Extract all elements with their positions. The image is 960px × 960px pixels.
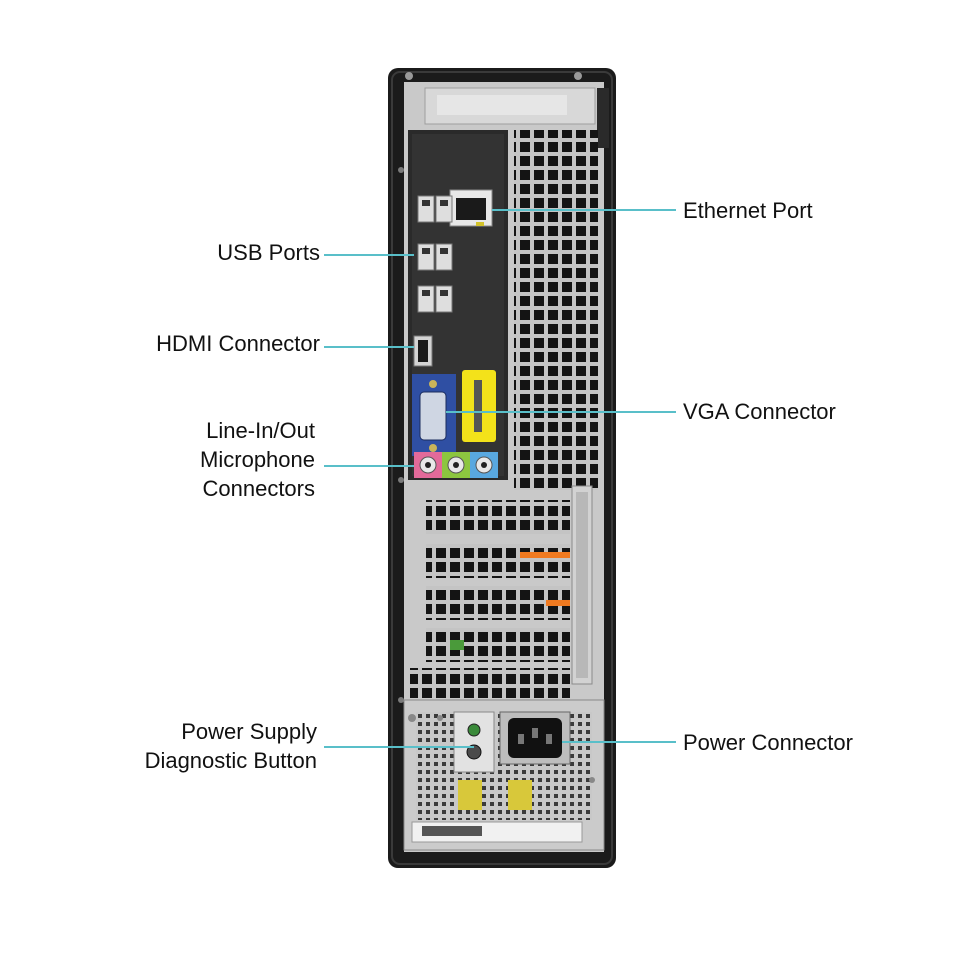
slot-wire — [450, 640, 464, 650]
psu-screw-icon — [408, 714, 416, 722]
top-bracket-slot — [437, 95, 567, 115]
vent-grill-lower — [410, 668, 570, 698]
label-line-in-out: Line-In/Out — [206, 418, 315, 443]
power-pin — [518, 734, 524, 744]
label-microphone: Microphone — [200, 447, 315, 472]
expansion-slot — [426, 544, 570, 578]
usb-slot — [440, 200, 448, 206]
usb-port-icon — [435, 243, 453, 271]
expansion-slot — [426, 500, 570, 534]
psu-label-barcode — [422, 826, 482, 836]
frame-screw-icon — [405, 72, 413, 80]
vga-screw-icon — [429, 444, 437, 452]
slot-wire — [520, 552, 570, 558]
expansion-slot — [426, 628, 570, 662]
usb-slot — [422, 200, 430, 206]
jack-hole — [425, 462, 431, 468]
diagnostic-button-icon — [466, 744, 482, 760]
label-vga-connector: VGA Connector — [683, 399, 836, 424]
frame-screw-icon — [574, 72, 582, 80]
side-latch — [597, 88, 609, 148]
leader-ethernet — [492, 209, 676, 211]
frame-screw-icon — [398, 477, 404, 483]
frame-screw-icon — [398, 697, 404, 703]
vga-screw-icon — [429, 380, 437, 388]
leader-power-connector — [562, 741, 676, 743]
frame-screw-icon — [398, 167, 404, 173]
usb-port-icon — [417, 243, 435, 271]
sticker-barcode — [474, 380, 482, 432]
psu-wire — [458, 780, 482, 810]
diagnostic-led-icon — [467, 723, 481, 737]
slot-bracket-inner — [576, 492, 588, 678]
label-hdmi-connector: HDMI Connector — [156, 331, 320, 356]
label-power-supply: Power Supply — [181, 719, 317, 744]
usb-port-group — [417, 195, 453, 313]
label-ethernet-port: Ethernet Port — [683, 198, 813, 223]
power-pin — [532, 728, 538, 738]
leader-audio — [324, 465, 414, 467]
usb-slot — [440, 290, 448, 296]
leader-vga — [446, 411, 676, 413]
usb-slot — [422, 248, 430, 254]
usb-port-icon — [417, 285, 435, 313]
usb-port-icon — [417, 195, 435, 223]
psu-diagnostic-panel — [453, 711, 495, 773]
label-usb-ports: USB Ports — [217, 240, 320, 265]
hdmi-socket — [418, 340, 428, 362]
jack-hole — [481, 462, 487, 468]
leader-power-supply — [324, 746, 474, 748]
psu-wire — [508, 780, 532, 810]
usb-slot — [422, 290, 430, 296]
label-power-connector: Power Connector — [683, 730, 853, 755]
usb-slot — [440, 248, 448, 254]
ethernet-led — [476, 222, 484, 226]
label-connectors: Connectors — [202, 476, 315, 501]
label-diagnostic-button: Diagnostic Button — [144, 748, 317, 773]
power-pin — [546, 734, 552, 744]
psu-screw-icon — [437, 715, 443, 721]
leader-usb-ports — [324, 254, 414, 256]
ethernet-socket — [456, 198, 486, 220]
expansion-slot-area — [426, 485, 593, 685]
psu-screw-icon — [589, 777, 595, 783]
leader-hdmi — [324, 346, 414, 348]
vga-port-icon — [419, 391, 447, 441]
vent-grill-upper — [514, 130, 598, 490]
case-edge-highlight — [391, 71, 613, 865]
jack-hole — [453, 462, 459, 468]
slot-wire — [546, 600, 570, 606]
usb-port-icon — [435, 285, 453, 313]
usb-port-icon — [435, 195, 453, 223]
